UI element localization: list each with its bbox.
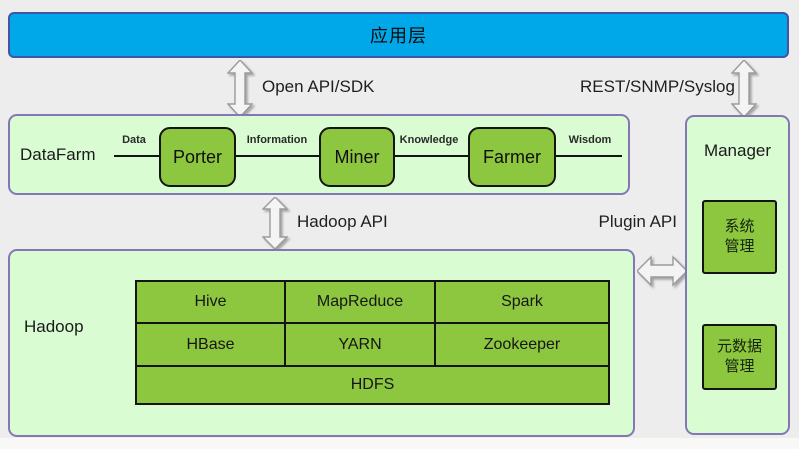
module-system-management: 系统 管理 — [702, 200, 777, 274]
hadoop-component-grid: Hive MapReduce Spark HBase YARN Zookeepe… — [135, 280, 610, 405]
double-arrow-vertical-icon — [731, 60, 757, 117]
application-layer-label: 应用层 — [370, 26, 427, 46]
module-metadata-management: 元数据 管理 — [702, 324, 777, 390]
rest-snmp-syslog-label: REST/SNMP/Syslog — [580, 77, 735, 96]
hadoop-api-label: Hadoop API — [297, 212, 388, 231]
datafarm-title: DataFarm — [20, 144, 96, 164]
grid-cell-zookeeper: Zookeeper — [436, 324, 608, 365]
manager-title: Manager — [703, 141, 772, 160]
flow-label-data: Data — [122, 134, 146, 146]
hadoop-panel: Hadoop Hive MapReduce Spark HBase YARN Z… — [8, 249, 635, 437]
double-arrow-horizontal-icon — [637, 255, 687, 287]
flow-label-knowledge: Knowledge — [399, 134, 459, 146]
node-farmer: Farmer — [468, 127, 556, 187]
grid-cell-hdfs: HDFS — [137, 367, 608, 403]
flow-label-information: Information — [246, 134, 308, 146]
module-label-line: 元数据 — [716, 338, 762, 355]
module-label-line: 系统 — [724, 218, 755, 235]
manager-panel: Manager 系统 管理 元数据 管理 — [685, 115, 790, 435]
open-api-sdk-label: Open API/SDK — [262, 77, 375, 96]
grid-cell-spark: Spark — [436, 282, 608, 322]
module-label-line: 管理 — [724, 358, 755, 375]
flow-label-wisdom: Wisdom — [568, 134, 612, 146]
node-porter: Porter — [159, 127, 236, 187]
hadoop-title: Hadoop — [24, 317, 84, 336]
double-arrow-vertical-icon — [262, 197, 288, 249]
application-layer-bar: 应用层 — [8, 12, 789, 58]
module-label-line: 管理 — [724, 238, 755, 255]
node-miner: Miner — [319, 127, 395, 187]
grid-cell-hbase: HBase — [137, 324, 284, 365]
plugin-api-label: Plugin API — [598, 212, 677, 231]
grid-cell-mapreduce: MapReduce — [286, 282, 434, 322]
grid-cell-yarn: YARN — [286, 324, 434, 365]
double-arrow-vertical-icon — [227, 60, 253, 117]
grid-cell-hive: Hive — [137, 282, 284, 322]
bottom-margin — [0, 438, 799, 449]
datafarm-panel: DataFarm Data Information Knowledge Wisd… — [8, 114, 630, 195]
